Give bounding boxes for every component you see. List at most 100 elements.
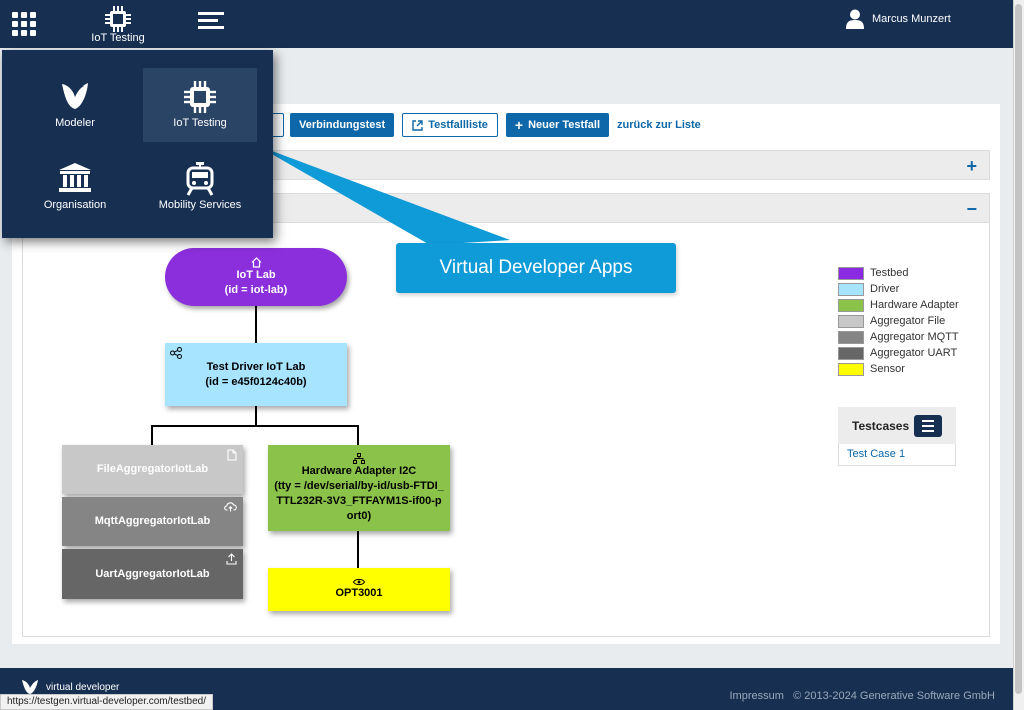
legend-swatch	[838, 330, 864, 344]
chip-icon	[105, 6, 131, 32]
legend-label: Aggregator MQTT	[870, 331, 959, 343]
page-scrollbar[interactable]	[1013, 0, 1024, 710]
chip-icon	[184, 81, 216, 113]
footer-brand-text: virtual developer	[46, 681, 120, 693]
legend-label: Aggregator File	[870, 315, 946, 327]
connector-line	[357, 425, 359, 445]
connector-line	[255, 406, 257, 426]
diagram-panel	[22, 223, 990, 637]
train-icon	[186, 162, 214, 196]
sensor-title: OPT3001	[335, 587, 383, 599]
file-icon	[227, 449, 237, 461]
back-to-list-link[interactable]: zurück zur Liste	[617, 119, 701, 131]
share-icon	[170, 347, 182, 359]
uart-aggregator-node[interactable]: UartAggregatorIotLab	[62, 549, 243, 599]
bank-icon	[59, 163, 91, 192]
legend-item: Testbed	[838, 265, 959, 281]
legend-label: Driver	[870, 283, 900, 295]
hardware-adapter-title: Hardware Adapter I2C	[301, 464, 417, 477]
user-icon	[846, 9, 864, 29]
connector-line	[255, 305, 257, 345]
app-grid-icon[interactable]	[12, 12, 36, 36]
app-switcher-menu: Modeler IoT Testing Organisation Mobilit…	[2, 50, 273, 238]
driver-title: Test Driver IoT Lab	[206, 360, 306, 373]
file-aggregator-node[interactable]: FileAggregatorIotLab	[62, 445, 243, 494]
upload-icon	[226, 553, 237, 565]
legend-label: Sensor	[870, 363, 905, 375]
app-tile-iot-testing[interactable]: IoT Testing	[143, 68, 257, 142]
legend-swatch	[838, 266, 864, 280]
legend-item: Sensor	[838, 361, 959, 377]
collapse-icon[interactable]: −	[966, 199, 977, 219]
app-tile-label: Modeler	[55, 117, 95, 129]
external-link-icon	[412, 119, 423, 131]
connection-test-button[interactable]: Verbindungstest	[290, 113, 395, 137]
connector-line	[357, 531, 359, 569]
user-name: Marcus Munzert	[872, 13, 951, 25]
sitemap-icon	[353, 452, 365, 464]
legend-item: Driver	[838, 281, 959, 297]
file-aggregator-title: FileAggregatorIotLab	[96, 463, 209, 475]
legend-item: Aggregator File	[838, 313, 959, 329]
hardware-adapter-tty: (tty = /dev/serial/by-id/usb-FTDI_TTL232…	[274, 479, 444, 522]
connector-line	[151, 425, 359, 427]
callout-label: Virtual Developer Apps	[396, 243, 676, 293]
legend-swatch	[838, 346, 864, 360]
testcases-menu-button[interactable]	[914, 414, 942, 437]
uart-aggregator-title: UartAggregatorIotLab	[95, 567, 210, 580]
connection-test-label: Verbindungstest	[299, 119, 386, 131]
driver-node[interactable]: Test Driver IoT Lab (id = e45f0124c40b)	[165, 343, 347, 406]
test-list-label: Testfallliste	[428, 119, 488, 131]
legend-label: Testbed	[870, 267, 909, 279]
testcases-panel: Testcases Test Case 1	[838, 407, 956, 466]
sensor-node[interactable]: OPT3001	[268, 568, 450, 611]
top-navbar: IoT Testing Marcus Munzert	[0, 0, 1013, 48]
legend-swatch	[838, 314, 864, 328]
testcase-item[interactable]: Test Case 1	[838, 444, 956, 466]
testcases-title: Testcases	[852, 418, 910, 433]
legend-label: Hardware Adapter	[870, 299, 959, 311]
copyright-text: © 2013-2024 Generative Software GmbH	[793, 690, 995, 702]
nav-iot-testing[interactable]: IoT Testing	[86, 4, 150, 46]
app-tile-organisation[interactable]: Organisation	[18, 150, 132, 224]
user-menu[interactable]: Marcus Munzert	[846, 9, 951, 29]
testbed-node[interactable]: IoT Lab (id = iot-lab)	[165, 248, 347, 306]
footer-brand: virtual developer	[20, 678, 119, 696]
legend-item: Aggregator UART	[838, 345, 959, 361]
hardware-adapter-node[interactable]: Hardware Adapter I2C (tty = /dev/serial/…	[268, 445, 450, 531]
legend-swatch	[838, 362, 864, 376]
legend-swatch	[838, 282, 864, 296]
expand-icon[interactable]: +	[966, 156, 977, 176]
vd-logo-icon	[22, 680, 38, 694]
modeler-logo-icon	[62, 83, 88, 109]
app-tile-mobility-services[interactable]: Mobility Services	[143, 150, 257, 224]
app-tile-label: Mobility Services	[158, 199, 242, 211]
app-tile-label: Organisation	[43, 199, 107, 211]
nav-app-label: IoT Testing	[91, 32, 145, 44]
new-test-label: Neuer Testfall	[528, 119, 601, 131]
testbed-id: (id = iot-lab)	[224, 283, 288, 296]
impressum-link[interactable]: Impressum	[729, 690, 784, 702]
app-tile-label: IoT Testing	[173, 117, 227, 129]
testbed-title: IoT Lab	[236, 268, 276, 281]
app-tile-modeler[interactable]: Modeler	[18, 68, 132, 142]
scrollbar-thumb[interactable]	[1015, 4, 1022, 694]
legend-label: Aggregator UART	[870, 347, 958, 359]
home-icon	[251, 256, 261, 268]
footer-links: Impressum © 2013-2024 Generative Softwar…	[729, 690, 995, 702]
connector-line	[151, 425, 153, 445]
toolbar: Verbindungstest Testfallliste + Neuer Te…	[290, 113, 701, 137]
mqtt-aggregator-node[interactable]: MqttAggregatorIotLab	[62, 497, 243, 546]
legend-swatch	[838, 298, 864, 312]
testcases-header: Testcases	[838, 407, 956, 444]
test-list-button[interactable]: Testfallliste	[402, 113, 498, 137]
new-test-button[interactable]: + Neuer Testfall	[505, 113, 610, 137]
driver-id: (id = e45f0124c40b)	[205, 375, 307, 388]
legend-item: Aggregator MQTT	[838, 329, 959, 345]
eye-icon	[353, 578, 365, 586]
menu-icon[interactable]	[198, 12, 224, 34]
cloud-upload-icon	[224, 502, 237, 512]
legend-item: Hardware Adapter	[838, 297, 959, 313]
